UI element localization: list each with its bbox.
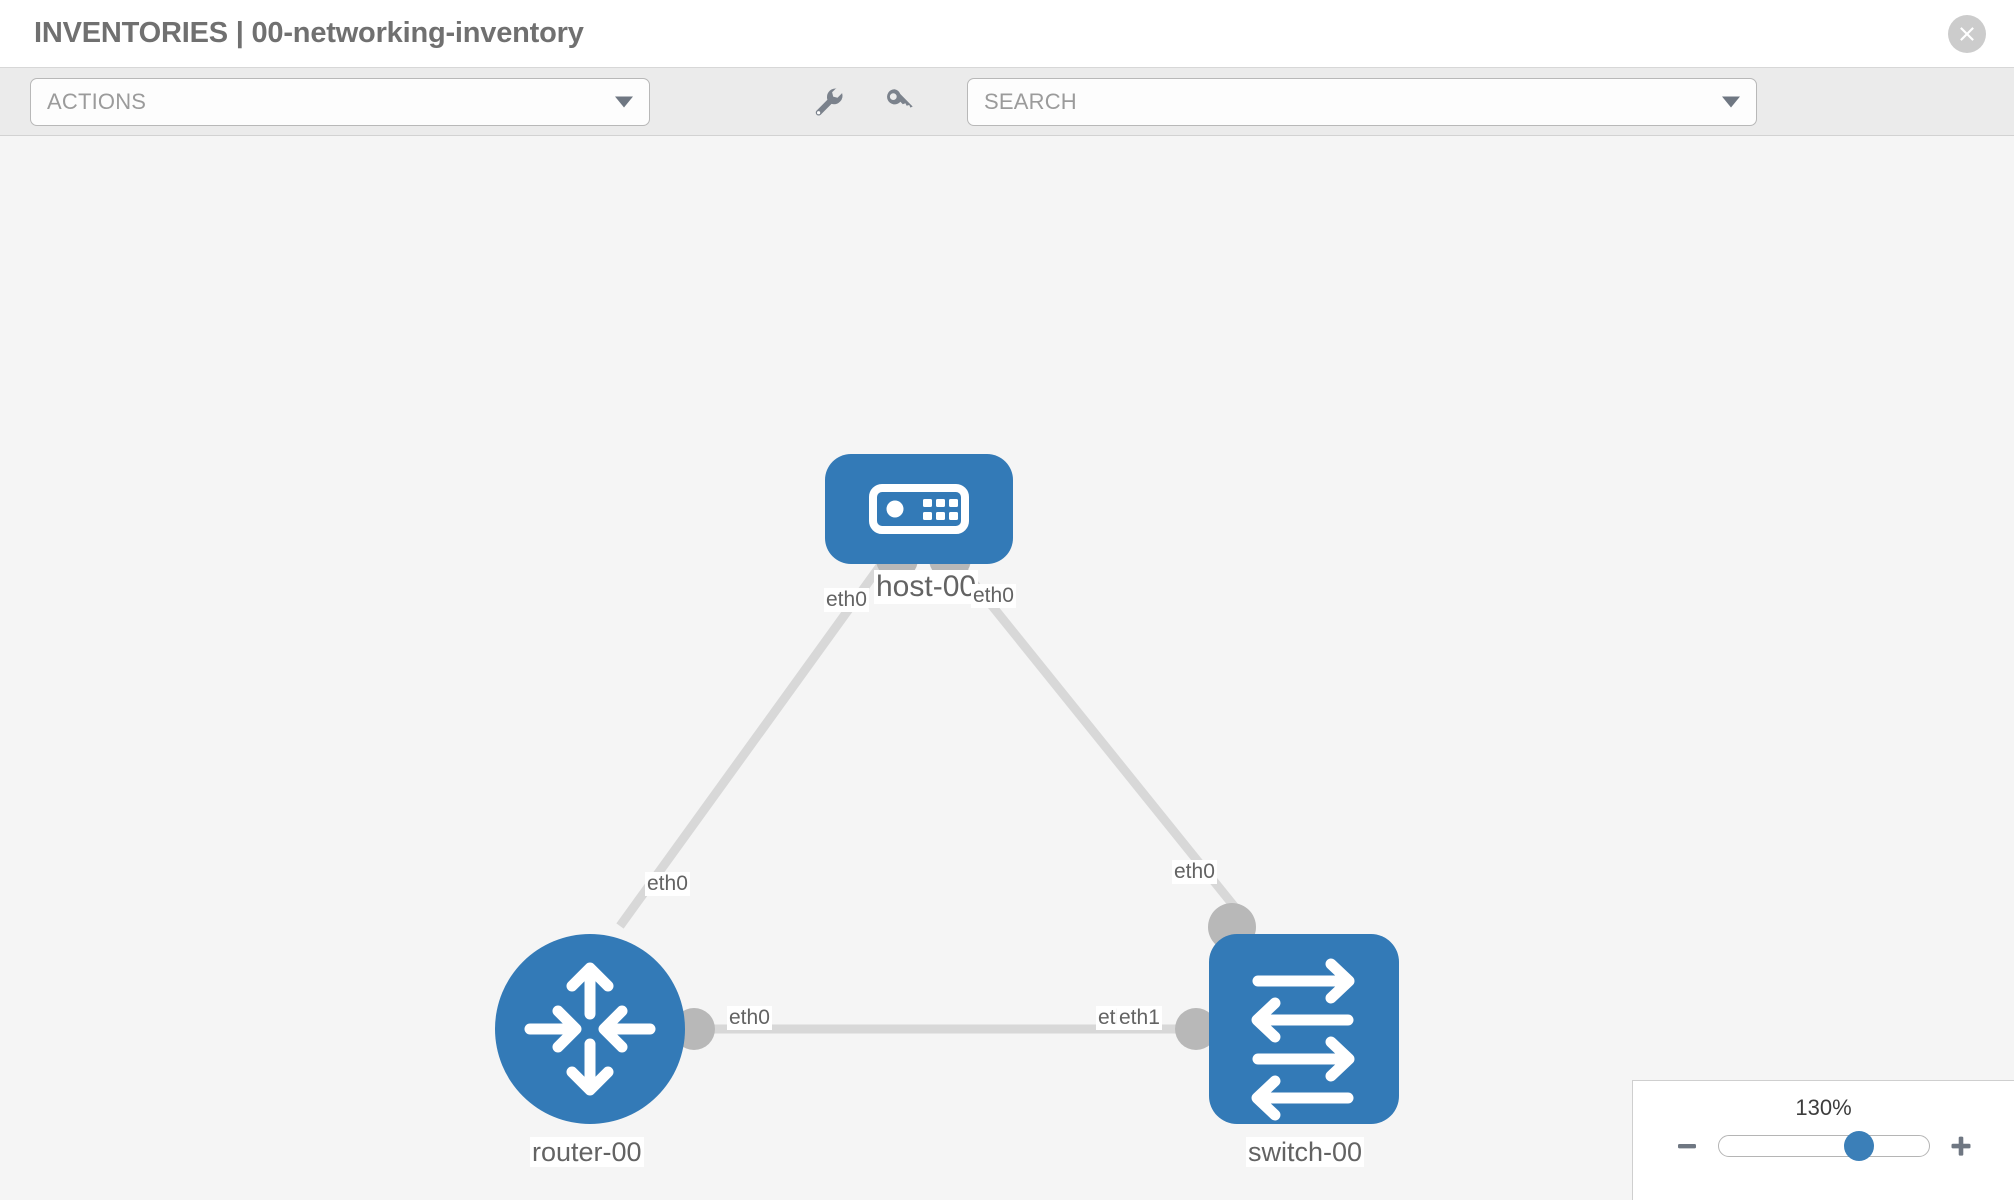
node-router-00[interactable] bbox=[495, 934, 685, 1124]
chevron-down-icon bbox=[615, 96, 633, 107]
interface-label-host-to-switch: eth0 bbox=[971, 584, 1016, 609]
switch-arrows-icon bbox=[1251, 958, 1355, 1121]
node-label-switch-00: switch-00 bbox=[1246, 1137, 1365, 1168]
interface-label-router-to-host: eth0 bbox=[645, 872, 690, 897]
link-endpoint-group bbox=[673, 538, 1256, 1050]
link-host-router[interactable] bbox=[616, 563, 884, 929]
chevron-down-icon bbox=[1722, 96, 1740, 107]
server-icon bbox=[869, 484, 969, 534]
toolbar: ACTIONS SEARCH bbox=[0, 68, 2014, 136]
key-icon[interactable] bbox=[877, 79, 923, 125]
search-input[interactable]: SEARCH bbox=[967, 77, 1757, 126]
interface-label-host-to-router: eth0 bbox=[824, 588, 869, 613]
interface-label-switch-to-host: eth0 bbox=[1172, 860, 1217, 885]
node-switch-00[interactable] bbox=[1209, 934, 1399, 1124]
toolbar-icon-group bbox=[805, 79, 923, 125]
zoom-level-value: 130% bbox=[1795, 1095, 1852, 1120]
link-group bbox=[616, 563, 1254, 1034]
search-placeholder: SEARCH bbox=[984, 88, 1077, 114]
zoom-slider-thumb[interactable] bbox=[1844, 1131, 1875, 1161]
node-host-00[interactable] bbox=[825, 454, 1013, 564]
actions-dropdown-label: ACTIONS bbox=[47, 88, 147, 114]
actions-dropdown[interactable]: ACTIONS bbox=[30, 77, 650, 126]
wrench-icon[interactable] bbox=[805, 79, 851, 125]
interface-label-switch-to-router: eth1 bbox=[1117, 1006, 1162, 1031]
node-label-router-00: router-00 bbox=[530, 1137, 644, 1168]
interface-label-router-to-switch: eth0 bbox=[727, 1006, 772, 1031]
close-icon[interactable] bbox=[1948, 14, 1986, 53]
zoom-in-button[interactable] bbox=[1946, 1131, 1976, 1161]
topology-canvas[interactable]: host-00 router-00 switch-00 eth0 eth0 et… bbox=[0, 136, 2014, 1200]
topology-graph bbox=[495, 454, 1399, 1124]
node-label-host-00: host-00 bbox=[874, 570, 979, 604]
zoom-control-panel: 130% bbox=[1632, 1080, 2014, 1200]
window-header: INVENTORIES | 00-networking-inventory bbox=[0, 0, 2014, 68]
zoom-slider-track[interactable] bbox=[1717, 1131, 1930, 1161]
page-title: INVENTORIES | 00-networking-inventory bbox=[34, 17, 584, 49]
router-arrows-icon bbox=[524, 962, 656, 1096]
endpoint-switch-west[interactable] bbox=[1175, 1008, 1217, 1050]
zoom-slider-row bbox=[1633, 1131, 2014, 1161]
zoom-out-button[interactable] bbox=[1672, 1131, 1702, 1161]
